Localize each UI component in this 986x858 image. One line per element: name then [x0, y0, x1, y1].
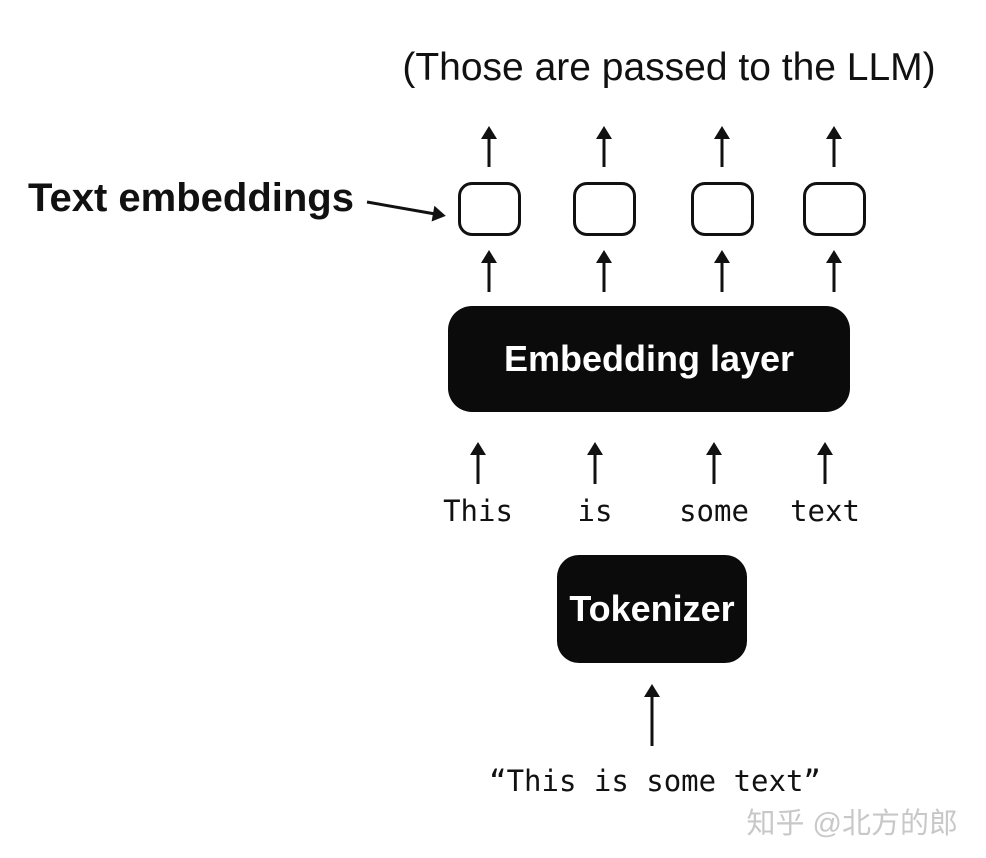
- token-arrow-3: [705, 442, 723, 484]
- token-arrow-4: [816, 442, 834, 484]
- tokenizer-box: Tokenizer: [557, 555, 747, 663]
- output-arrow-2: [595, 126, 613, 167]
- text-embeddings-pointer-arrow: [365, 193, 447, 225]
- token-this: This: [443, 494, 513, 528]
- embedding-box-2: [573, 182, 636, 236]
- token-arrow-2: [586, 442, 604, 484]
- tokenizer-input-arrow: [643, 684, 661, 746]
- embedding-layer-box: Embedding layer: [448, 306, 850, 412]
- output-arrow-3: [713, 126, 731, 167]
- embedding-box-1: [458, 182, 521, 236]
- embedding-box-3: [691, 182, 754, 236]
- embedding-box-4: [803, 182, 866, 236]
- box-input-arrow-2: [595, 250, 613, 292]
- token-arrow-1: [469, 442, 487, 484]
- token-text: text: [790, 494, 860, 528]
- input-text: “This is some text”: [489, 764, 821, 798]
- diagram-title: (Those are passed to the LLM): [402, 46, 936, 89]
- embedding-layer-label: Embedding layer: [503, 338, 795, 379]
- output-arrow-1: [480, 126, 498, 167]
- output-arrow-4: [825, 126, 843, 167]
- token-some: some: [679, 494, 749, 528]
- box-input-arrow-1: [480, 250, 498, 292]
- box-input-arrow-3: [713, 250, 731, 292]
- tokenizer-label: Tokenizer: [569, 588, 735, 629]
- box-input-arrow-4: [825, 250, 843, 292]
- watermark-text: 知乎 @北方的郎: [746, 808, 959, 840]
- token-is: is: [577, 494, 613, 528]
- text-embeddings-label: Text embeddings: [28, 176, 354, 220]
